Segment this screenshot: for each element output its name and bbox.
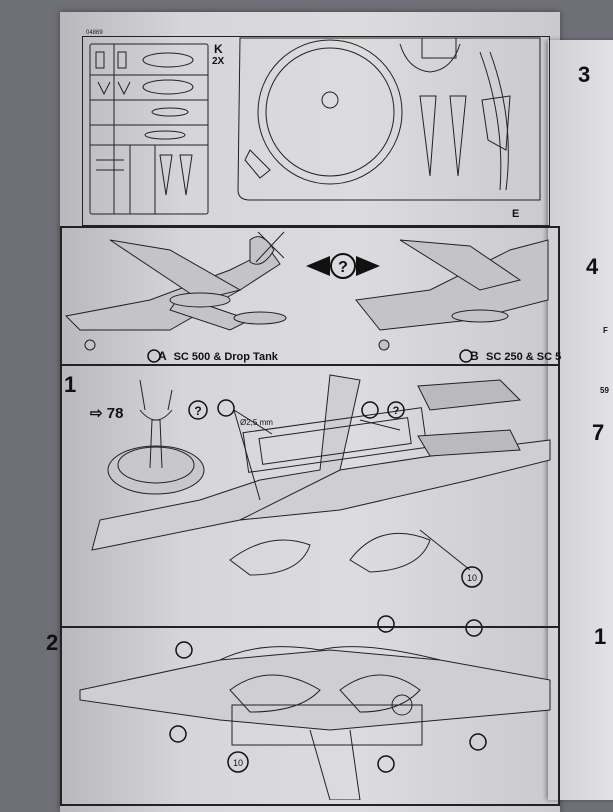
svg-text:10: 10 <box>233 758 243 768</box>
drill-size: Ø2,5 mm <box>240 418 273 427</box>
question-icon <box>330 253 356 279</box>
right-step-3: 3 <box>578 62 591 87</box>
svg-text:10: 10 <box>467 573 477 583</box>
sprue-k-count: 2X <box>212 56 225 67</box>
drill-icon <box>217 399 235 417</box>
right-step-4: 4 <box>586 254 599 279</box>
question-icon <box>387 401 405 419</box>
question-icon <box>188 400 208 420</box>
sprue-k <box>89 43 209 215</box>
drill-size-value: 2,5 mm <box>246 418 273 427</box>
step1-drawing <box>91 374 551 576</box>
drill-markers <box>169 615 487 773</box>
step1-number: 1 <box>64 372 77 397</box>
sprue-e <box>237 37 541 201</box>
sprue-panel <box>82 36 550 226</box>
svg-text:?: ? <box>194 404 201 418</box>
step2-number: 2 <box>46 630 59 655</box>
sprue-e-letter: E <box>512 208 520 220</box>
sheet-code: 04869 <box>86 30 103 36</box>
option-b-letter: B <box>470 349 479 363</box>
arrow-right-icon: ⇨ <box>90 405 103 422</box>
drill-icon <box>361 401 379 419</box>
aircraft-option-a <box>64 231 287 351</box>
option-b-label: B SC 250 & SC 5 <box>470 349 561 363</box>
sprue-k-letter: K <box>214 42 223 56</box>
right-step-1: 1 <box>594 624 607 649</box>
option-b-text: SC 250 & SC 5 <box>486 351 562 363</box>
step1-panel <box>60 364 560 628</box>
part-callout <box>461 566 483 588</box>
step2-panel <box>60 626 560 806</box>
right-step-7: 7 <box>592 420 605 445</box>
option-a-label: A SC 500 & Drop Tank <box>158 349 278 363</box>
option-a-letter: A <box>158 349 167 363</box>
svg-text:?: ? <box>393 405 400 417</box>
step2-drawing <box>79 646 551 800</box>
option-arrow <box>306 256 380 276</box>
options-panel <box>60 226 560 366</box>
aircraft-option-b <box>355 239 549 351</box>
diameter-icon: Ø <box>240 418 247 427</box>
step1-arrow-ref: ⇨ 78 <box>90 404 123 422</box>
svg-text:?: ? <box>338 259 348 276</box>
right-part-59: 59 <box>600 386 609 395</box>
step1-ref-number: 78 <box>106 405 124 422</box>
right-part-f: F <box>603 326 608 335</box>
option-a-text: SC 500 & Drop Tank <box>173 351 278 363</box>
